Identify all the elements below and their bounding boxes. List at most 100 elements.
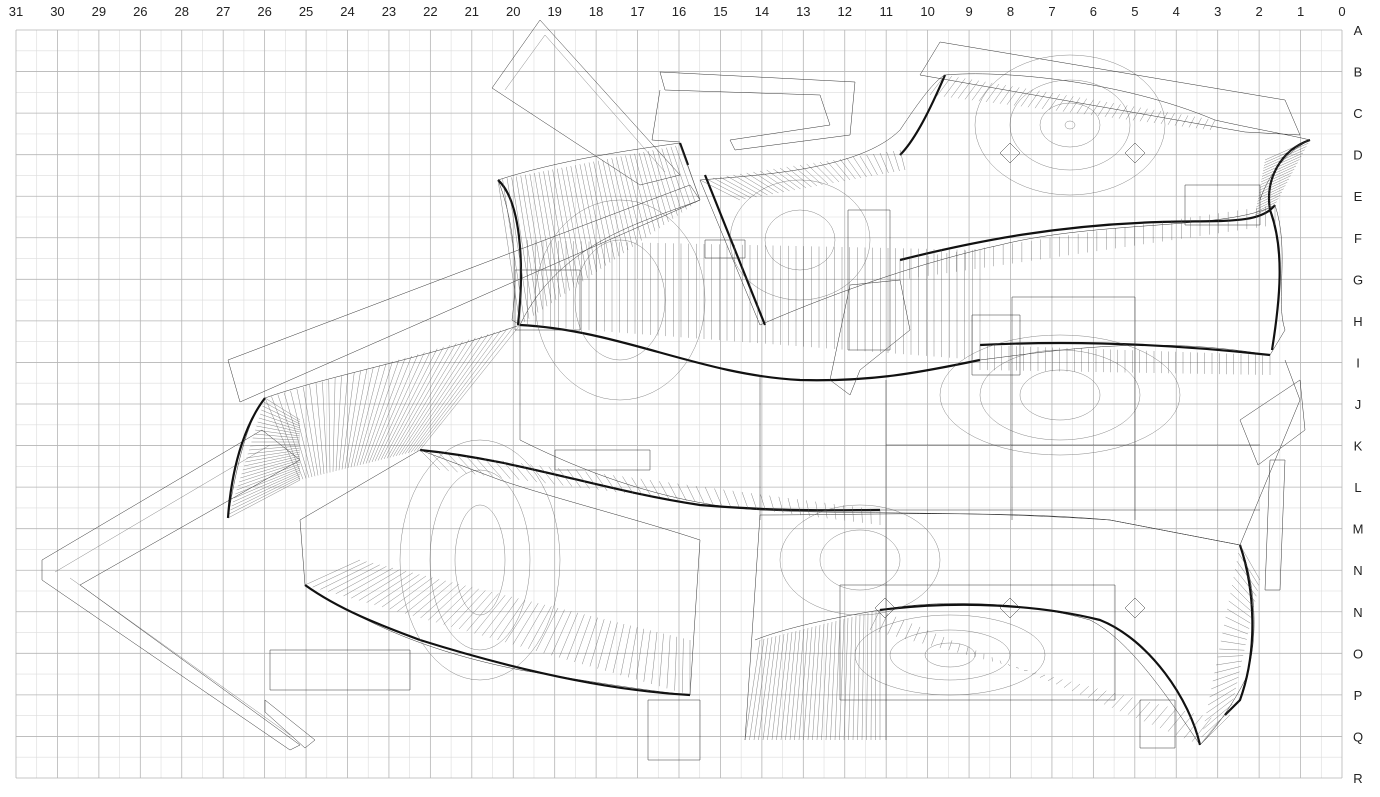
hatch-middle-west: [264, 397, 301, 481]
hatch-upper-neck: [746, 172, 779, 194]
grid-row-label: L: [1354, 480, 1361, 495]
hatch-lower-left: [420, 583, 460, 619]
hatch-west-fan: [260, 413, 301, 429]
hatch-middle-west: [341, 372, 355, 470]
hatch-lower-left: [512, 603, 539, 645]
hatch-west-sheet: [575, 165, 597, 272]
hatch-lower-left: [381, 575, 427, 608]
hatch-west-fan: [241, 457, 301, 475]
hatch-lower-right: [1127, 699, 1142, 715]
hatch-west-fan: [245, 451, 301, 463]
hatch-lower-south: [857, 614, 861, 741]
grid-column-label: 3: [1214, 4, 1221, 19]
hatch-lower-left: [428, 585, 466, 621]
grid-column-label: 27: [216, 4, 230, 19]
hatch-lower-south: [789, 629, 801, 741]
hatch-west-sheet: [647, 151, 669, 222]
hatch-lower-left: [505, 601, 532, 643]
hatch-west-fan: [240, 459, 301, 479]
hatch-middle-ribbon: [668, 482, 678, 500]
hatch-top-ribbon: [1181, 115, 1189, 127]
grid-row-label: G: [1353, 272, 1363, 287]
grid-column-label: 4: [1173, 4, 1180, 19]
hatch-lower-south: [798, 627, 809, 741]
hatch-middle-west: [290, 390, 313, 478]
hatch-middle-west: [338, 374, 349, 471]
hatch-west-sheet: [670, 146, 692, 207]
hatch-lower-right: [1135, 701, 1151, 719]
hatch-lower-right: [1039, 674, 1046, 678]
hatch-middle-ribbon: [741, 491, 749, 509]
hatch-west-sheet: [634, 153, 656, 232]
hatch-top-ribbon: [1076, 98, 1087, 114]
hatch-west-fan: [256, 425, 301, 435]
hatch-upper-neck: [773, 168, 801, 190]
hatch-middle-ribbon: [714, 488, 722, 506]
hatch-west-sheet: [602, 159, 624, 254]
hatch-lower-left: [643, 630, 651, 682]
grid-column-label: 13: [796, 4, 810, 19]
plan-geometry: [41, 19, 1311, 761]
hatch-lower-left: [320, 563, 374, 590]
hatch-west-sheet: [538, 172, 561, 297]
hatch-top-ribbon: [1174, 114, 1182, 126]
hatch-lower-left: [497, 599, 526, 641]
hatch-middle-ribbon: [631, 477, 643, 496]
hatch-lower-east: [1219, 648, 1245, 651]
hatch-lower-east: [1201, 709, 1232, 738]
hatch-middle-ribbon: [649, 479, 661, 498]
hatch-west-sheet: [679, 144, 701, 201]
grid-row-label: P: [1354, 688, 1363, 703]
hatch-middle-ribbon: [695, 485, 705, 504]
hatch-west-sheet: [661, 148, 683, 213]
hatch-lower-left: [551, 611, 572, 656]
hatch-west-sheet: [625, 155, 647, 238]
hatch-top-ribbon: [992, 85, 1006, 103]
hatch-west-sheet: [502, 179, 525, 322]
hatch-middle-ribbon: [732, 490, 740, 508]
hatch-top-ribbon: [957, 79, 973, 99]
hatch-middle-ribbon: [843, 505, 845, 521]
hatch-east-curl: [1262, 152, 1304, 172]
hatch-lower-south: [843, 617, 849, 741]
hatch-lower-right: [878, 613, 889, 633]
hatch-middle-west: [271, 396, 304, 480]
hatch-west-fan: [253, 433, 301, 439]
hatch-west-sheet: [588, 162, 611, 263]
hatch-lower-left: [443, 588, 479, 625]
hatch-top-ribbon: [1202, 118, 1209, 130]
hatch-lower-left: [366, 572, 413, 603]
hatch-middle-ribbon: [539, 465, 555, 485]
hatch-lower-left: [451, 590, 486, 627]
hatch-lower-right: [896, 620, 905, 637]
structural-frames: [264, 184, 1306, 761]
hatch-lower-left: [328, 564, 380, 592]
hatch-west-sheet: [520, 175, 543, 310]
lower-left-sheet: [299, 449, 701, 696]
hatch-lower-south: [744, 639, 761, 741]
tilted-blade-inner: [504, 34, 666, 173]
hatch-lower-east: [1211, 677, 1239, 690]
hatch-lower-right: [913, 626, 921, 642]
hatch-west-fan: [248, 445, 301, 451]
hatch-upper-neck: [846, 157, 862, 179]
hatch-lower-right: [1199, 719, 1221, 746]
hatch-upper-neck: [806, 163, 829, 185]
hatch-top-ribbon: [1104, 103, 1114, 117]
diagonal-bar-upper: [227, 184, 701, 403]
hatch-middle-ribbon: [686, 484, 696, 502]
hatch-west-sheet: [597, 160, 620, 257]
hatch-east-curl: [1258, 182, 1288, 196]
grid-row-label: F: [1354, 231, 1362, 246]
hatch-lower-left: [566, 614, 585, 660]
grid-row-label: C: [1353, 106, 1362, 121]
hatch-middle-west: [401, 335, 482, 455]
hatch-middle-west: [377, 350, 431, 461]
hatch-east-curl: [1257, 188, 1284, 202]
hatch-middle-ribbon: [613, 475, 625, 494]
hatch-east-curl: [1256, 191, 1283, 205]
hatch-lower-south: [785, 630, 797, 741]
hatch-top-ribbon: [1041, 92, 1054, 110]
grid-row-label: I: [1356, 355, 1360, 370]
